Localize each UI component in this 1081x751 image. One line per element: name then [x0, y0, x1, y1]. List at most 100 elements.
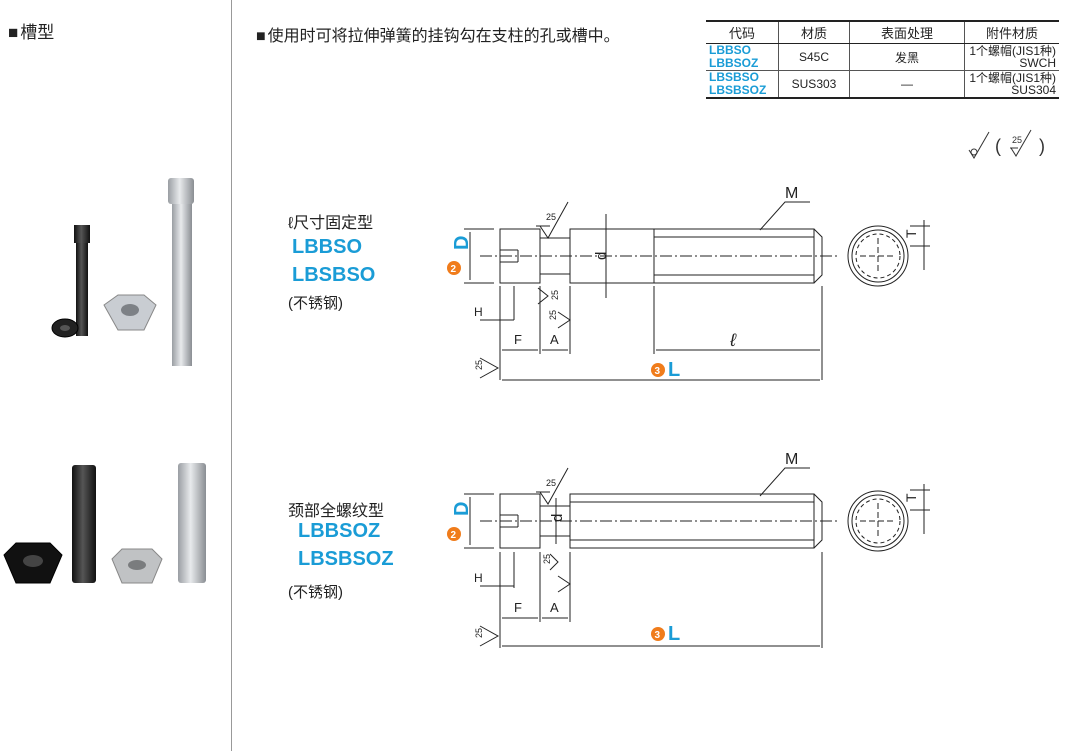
- diagram2-type-label: 颈部全螺纹型: [288, 503, 385, 520]
- header-code: 代码: [706, 20, 779, 44]
- roughness-mark-3: [557, 311, 571, 329]
- diagram1-codes: LBBSO LBSBSO: [292, 233, 375, 289]
- surface-roughness-note: ( 25 ): [968, 129, 1045, 159]
- roughness-value-4: 25: [474, 360, 484, 370]
- code: LBSBSOZ: [709, 83, 767, 97]
- badge-D-num: 2: [451, 264, 457, 275]
- badge-D: [447, 527, 461, 541]
- roughness-value-3: 25: [474, 628, 484, 638]
- product-photo-1: [51, 178, 194, 366]
- diagram1-code: LBBSO: [292, 236, 362, 258]
- badge-L-num: 3: [655, 366, 661, 377]
- material-cell: S45C: [778, 43, 850, 71]
- dim-L: L: [668, 359, 680, 381]
- roughness-check-icon-2: [1010, 129, 1032, 157]
- description: 使用时可将拉伸弹簧的挂钩勾在支柱的孔或槽中。: [256, 22, 620, 46]
- dim-d: d: [549, 514, 566, 522]
- roughness-mark-2: [549, 553, 559, 571]
- roughness-mark-3: [557, 575, 571, 593]
- diagram1-type-label: ℓ尺寸固定型: [288, 215, 374, 232]
- dim-ell: ℓ: [729, 330, 737, 350]
- diagram2-code: LBBSOZ: [298, 520, 381, 542]
- steel-screw: [172, 200, 192, 366]
- roughness-value-1: 25: [546, 212, 556, 222]
- paren-open: (: [995, 136, 1001, 156]
- steel-screw-head: [168, 178, 194, 204]
- code: LBBSOZ: [709, 56, 759, 70]
- attachment-line: 1个螺帽(JIS1种): [969, 44, 1056, 58]
- m-leader: [759, 201, 810, 231]
- steel-screw-2: [178, 463, 206, 583]
- end-view: [847, 490, 909, 552]
- roughness-mark-2: [537, 287, 549, 305]
- dim-M: M: [785, 185, 798, 202]
- dim-F: F: [514, 600, 522, 615]
- attachment-cell: 1个螺帽(JIS1种)SWCH: [964, 43, 1059, 71]
- code: LBBSO: [709, 43, 751, 57]
- dim-D: D: [451, 502, 473, 516]
- roughness-value-2: 25: [542, 554, 552, 564]
- roughness-mark: [539, 467, 569, 505]
- dim-A: A: [550, 600, 559, 615]
- steel-nut-hole: [121, 304, 139, 316]
- dim-H: H: [474, 305, 483, 319]
- header-surface: 表面处理: [849, 20, 965, 44]
- black-screw-head: [74, 225, 90, 243]
- badge-L: [651, 627, 665, 641]
- dim-D: D: [451, 236, 473, 250]
- dim-d: d: [593, 252, 610, 260]
- dim-T: T: [903, 229, 919, 238]
- diagram2-material-note: (不锈钢): [288, 584, 343, 601]
- material-cell: SUS303: [778, 70, 850, 99]
- end-view: [847, 225, 909, 287]
- product-photo-2: [3, 463, 206, 584]
- roughness-mark-4: [479, 357, 500, 379]
- roughness-value-2: 25: [550, 290, 560, 300]
- attachment-line: SUS304: [1011, 83, 1056, 97]
- attachment-line: SWCH: [1019, 56, 1056, 70]
- m-leader: [759, 467, 810, 497]
- section-title-text: 槽型: [20, 23, 55, 42]
- roughness-circle-icon: [970, 148, 978, 156]
- attachment-cell: 1个螺帽(JIS1种)SUS304: [964, 70, 1059, 99]
- description-text: 使用时可将拉伸弹簧的挂钩勾在支柱的孔或槽中。: [267, 28, 620, 45]
- column-divider: [231, 0, 232, 751]
- diagram1-drawing: M T d 2 D 25 25 25 25 H F A ℓ 3 L: [447, 185, 930, 381]
- diagram1-code: LBSBSO: [292, 264, 376, 286]
- spec-table-header: 代码 材质 表面处理 附件材质: [706, 20, 1059, 44]
- code: LBSBSO: [709, 70, 760, 84]
- dim-F: F: [514, 332, 522, 347]
- dim-A: A: [550, 332, 559, 347]
- black-screw: [76, 228, 88, 336]
- roughness-value: 25: [1012, 135, 1022, 145]
- paren-close: ): [1039, 136, 1045, 156]
- diagram2-code: LBSBSOZ: [298, 548, 394, 570]
- header-material: 材质: [778, 20, 850, 44]
- steel-nut-2-hole: [128, 560, 146, 570]
- badge-L-num: 3: [655, 630, 661, 641]
- surface-cell: —: [849, 70, 965, 99]
- roughness-mark: [539, 201, 569, 239]
- diagram2-codes: LBBSOZ LBSBSOZ: [298, 517, 394, 573]
- dim-H: H: [474, 571, 483, 585]
- black-nut-hole: [60, 325, 70, 331]
- section-title: 槽型: [8, 18, 54, 43]
- surface-cell: 发黑: [849, 43, 965, 71]
- dim-M: M: [785, 451, 798, 468]
- badge-D: [447, 261, 461, 275]
- dim-T: T: [903, 493, 919, 502]
- roughness-value-1: 25: [546, 478, 556, 488]
- roughness-mark-4: [479, 625, 500, 647]
- badge-D-num: 2: [451, 530, 457, 541]
- black-screw-2: [72, 465, 96, 583]
- header-attachment: 附件材质: [964, 20, 1059, 44]
- black-nut-2-hole: [23, 555, 43, 567]
- diagram2-drawing: M T d 2 D 25 25 25 H F A 3 L: [447, 451, 930, 648]
- diagram1-material-note: (不锈钢): [288, 295, 343, 312]
- badge-L: [651, 363, 665, 377]
